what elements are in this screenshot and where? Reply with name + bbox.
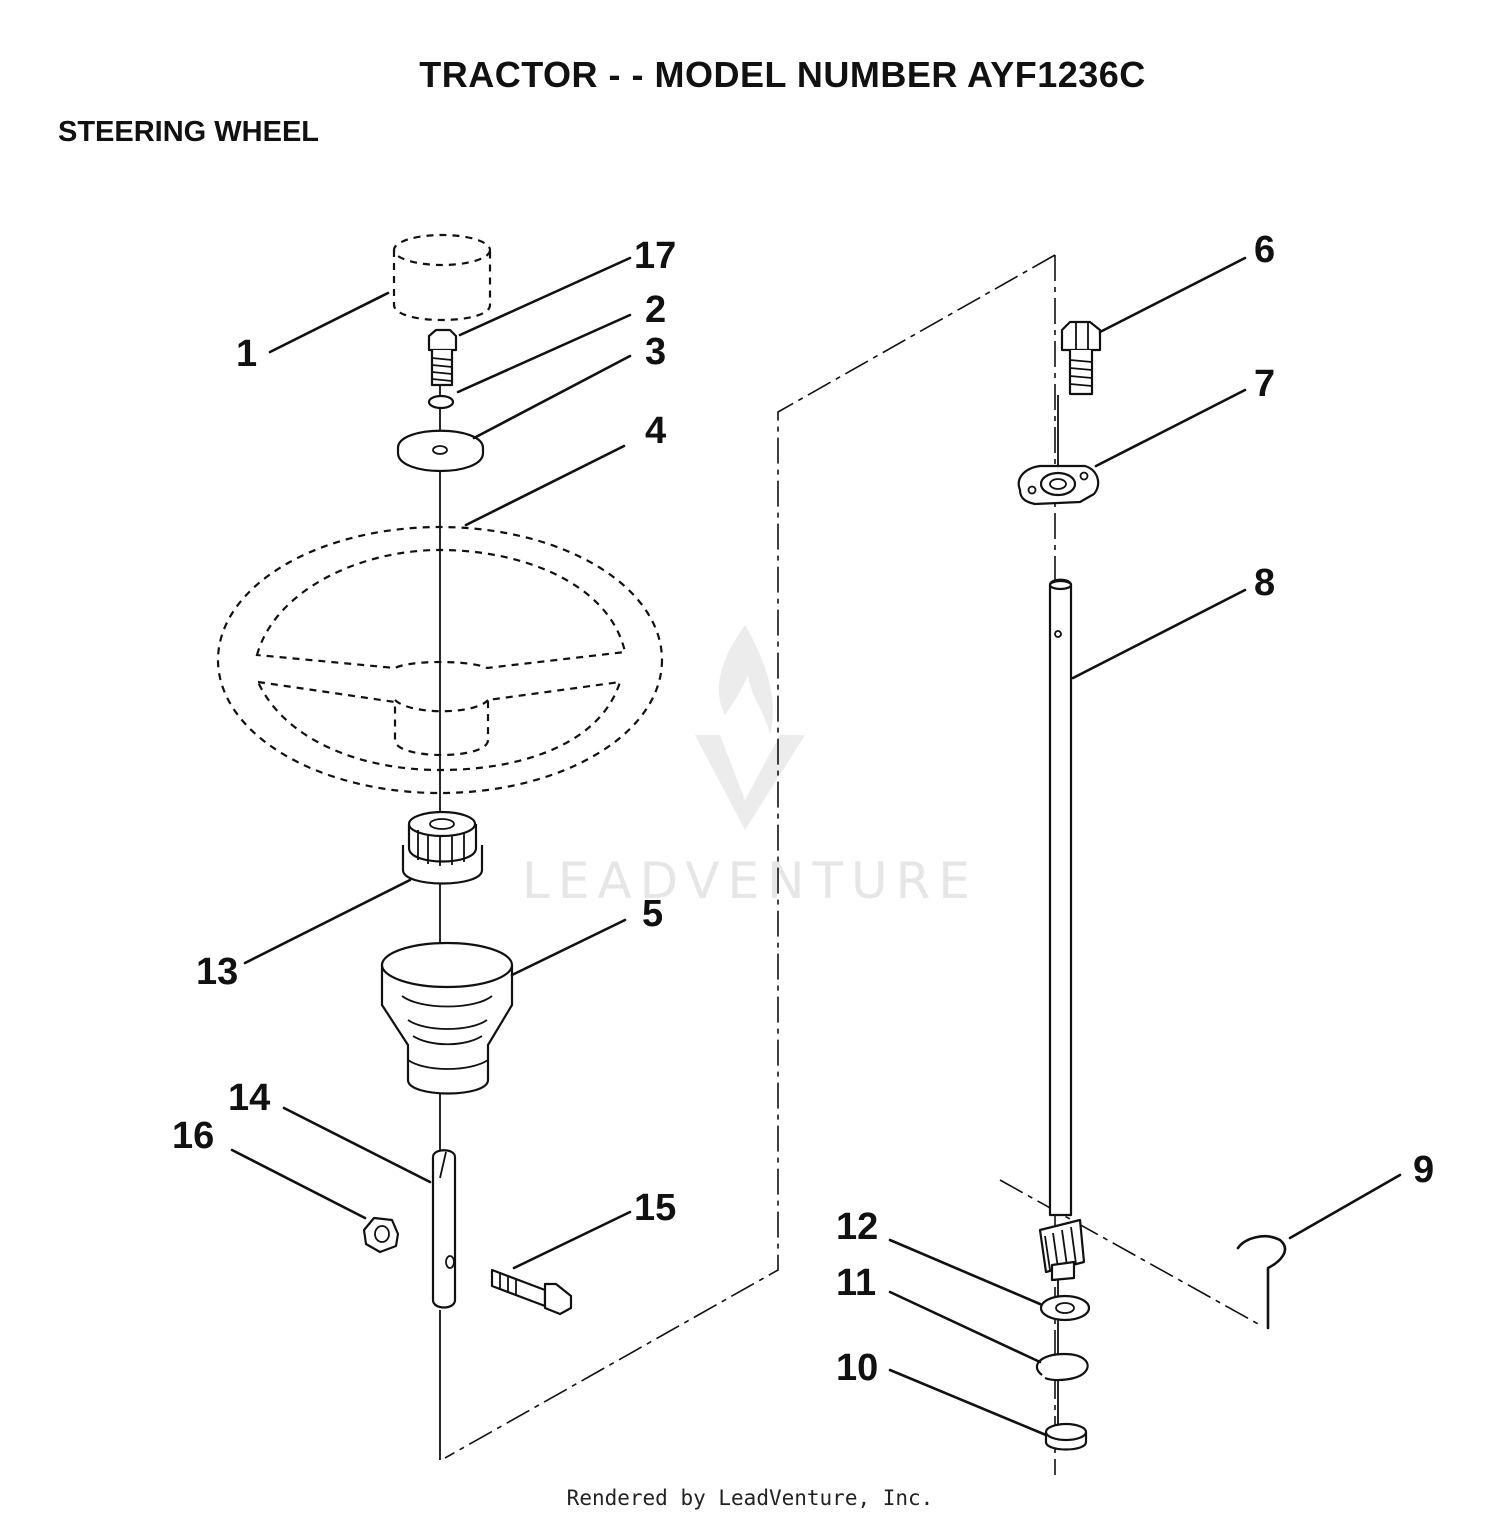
part-17-bolt bbox=[427, 328, 458, 387]
part-1-cap bbox=[392, 233, 492, 322]
callout-1: 1 bbox=[236, 333, 257, 375]
part-11-retaining-ring bbox=[1035, 1352, 1089, 1382]
part-16-nut bbox=[362, 1216, 400, 1254]
watermark-v-icon bbox=[695, 735, 805, 830]
part-2-lock-washer bbox=[427, 394, 455, 410]
part-3-flat-washer bbox=[396, 429, 485, 473]
callout-13: 13 bbox=[196, 951, 238, 993]
part-4-steering-wheel bbox=[216, 525, 664, 795]
callout-4: 4 bbox=[645, 410, 666, 452]
callout-9: 9 bbox=[1413, 1149, 1434, 1191]
render-credit: Rendered by LeadVenture, Inc. bbox=[566, 1486, 934, 1510]
leadventure-watermark: LEADVENTURE bbox=[522, 625, 978, 910]
callout-7: 7 bbox=[1254, 363, 1275, 405]
watermark-flame-icon bbox=[718, 625, 773, 735]
callout-17: 17 bbox=[634, 235, 676, 277]
callout-15: 15 bbox=[634, 1187, 676, 1229]
part-9-spring-pin bbox=[1236, 1235, 1287, 1330]
watermark-text: LEADVENTURE bbox=[522, 852, 978, 910]
callout-5: 5 bbox=[642, 893, 663, 935]
callout-16: 16 bbox=[172, 1115, 214, 1157]
section-title: STEERING WHEEL bbox=[58, 116, 320, 148]
part-12-washer bbox=[1039, 1294, 1091, 1322]
callout-numbers: 1 17 2 3 4 5 13 14 16 15 6 7 8 9 12 11 1… bbox=[172, 229, 1434, 1389]
callout-leader-lines bbox=[230, 256, 1402, 1437]
callout-10: 10 bbox=[836, 1347, 878, 1389]
callout-11: 11 bbox=[836, 1262, 876, 1304]
part-13-splined-adapter bbox=[401, 810, 484, 885]
part-8-steering-shaft bbox=[1038, 578, 1086, 1282]
part-14-shaft bbox=[431, 1149, 457, 1309]
part-7-flange-bearing bbox=[1017, 464, 1100, 506]
callout-6: 6 bbox=[1254, 229, 1275, 271]
page-title: TRACTOR - - MODEL NUMBER AYF1236C bbox=[419, 54, 1146, 95]
part-10-cap-plug bbox=[1044, 1422, 1088, 1451]
callout-2: 2 bbox=[645, 289, 666, 331]
part-15-bolt bbox=[490, 1268, 573, 1316]
callout-3: 3 bbox=[645, 331, 666, 373]
callout-14: 14 bbox=[228, 1077, 270, 1119]
callout-8: 8 bbox=[1254, 562, 1275, 604]
callout-12: 12 bbox=[836, 1206, 878, 1248]
part-6-hex-bolt bbox=[1060, 320, 1102, 396]
part-5-steering-bushing bbox=[380, 941, 514, 1095]
